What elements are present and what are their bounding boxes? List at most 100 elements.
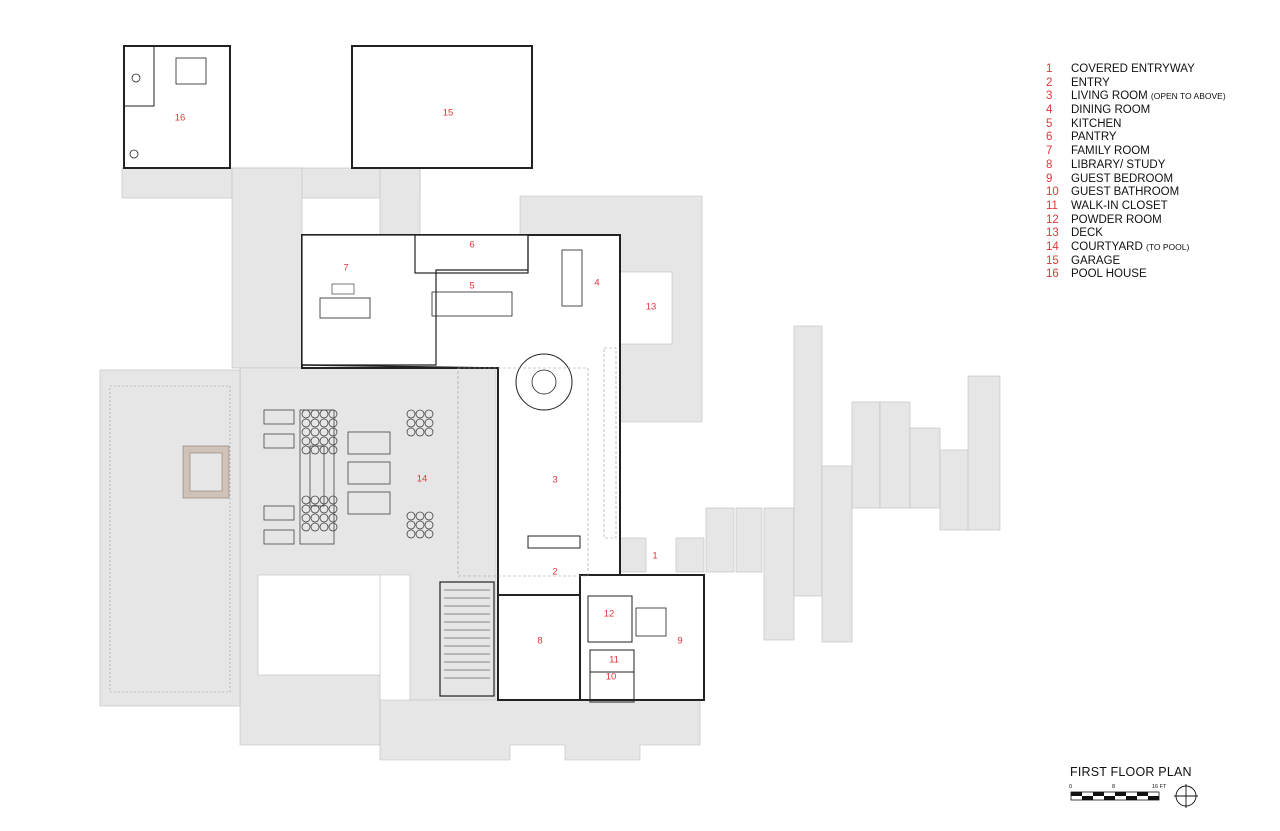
stool — [301, 513, 311, 523]
scale-label-mid: 8 — [1112, 784, 1116, 790]
scale-cell — [1126, 796, 1137, 800]
path-tile — [909, 427, 941, 509]
legend-number: 14 — [1046, 240, 1059, 253]
pool-edge — [109, 385, 231, 693]
legend-item: 13 DECK — [1046, 227, 1226, 241]
pool-house — [123, 45, 231, 169]
powder-room — [587, 595, 633, 643]
legend-number: 2 — [1046, 76, 1053, 89]
legend-label: DECK — [1071, 227, 1103, 240]
stool — [424, 520, 434, 530]
south-terrace — [379, 699, 701, 761]
stool — [424, 409, 434, 419]
scale-label-start: 0 — [1069, 784, 1073, 790]
stool — [310, 513, 320, 523]
stool — [328, 445, 338, 455]
legend-number: 6 — [1046, 131, 1053, 144]
path-tile — [939, 449, 971, 531]
legend-label: GUEST BEDROOM — [1071, 172, 1174, 185]
scale-cell — [1148, 796, 1159, 800]
stool — [415, 520, 425, 530]
stool — [406, 520, 416, 530]
north-arrow-icon — [1174, 784, 1198, 808]
path-tile — [675, 537, 705, 573]
legend-label: DINING ROOM — [1071, 104, 1151, 117]
scale-cell — [1104, 796, 1115, 800]
pool — [99, 369, 241, 707]
legend-label: FAMILY ROOM — [1071, 145, 1150, 158]
legend-item: 4 DINING ROOM — [1046, 104, 1226, 118]
scale-cell — [1071, 792, 1082, 796]
room-label-9: 9 — [677, 636, 682, 647]
legend-number: 8 — [1046, 158, 1053, 171]
room-label-10: 10 — [606, 672, 617, 683]
legend-label: GARAGE — [1071, 254, 1121, 267]
stool — [415, 409, 425, 419]
stool — [310, 427, 320, 437]
stool — [424, 418, 434, 428]
scale-cell — [1115, 792, 1126, 796]
path-tile — [793, 325, 823, 597]
legend-label: COVERED ENTRYWAY — [1071, 63, 1195, 75]
stool — [415, 529, 425, 539]
legend-number: 9 — [1046, 172, 1053, 185]
guest-bed — [635, 607, 667, 637]
stool — [310, 504, 320, 514]
stool — [319, 513, 329, 523]
path-tile — [821, 465, 853, 643]
stool — [310, 436, 320, 446]
room-label-14: 14 — [417, 474, 428, 485]
legend-number: 4 — [1046, 104, 1053, 117]
dining-table — [561, 249, 583, 307]
stool — [319, 522, 329, 532]
room-label-13: 13 — [646, 302, 657, 313]
pool-spa-inner — [189, 452, 223, 492]
legend-label: POOL HOUSE — [1071, 268, 1147, 281]
legend-number: 15 — [1046, 254, 1059, 267]
stool — [301, 418, 311, 428]
stool — [328, 418, 338, 428]
garage — [351, 45, 533, 169]
stool — [310, 409, 320, 419]
legend-item: 9 GUEST BEDROOM — [1046, 173, 1226, 187]
path-tile — [851, 401, 881, 509]
stool — [319, 427, 329, 437]
room-label-6: 6 — [469, 240, 474, 251]
site-fills — [99, 167, 1001, 761]
legend-number: 3 — [1046, 90, 1053, 103]
path-tile — [763, 507, 795, 641]
legend-label: ENTRY — [1071, 76, 1110, 89]
scale-cell — [1093, 792, 1104, 796]
room-label-12: 12 — [604, 609, 615, 620]
stool — [310, 522, 320, 532]
stool — [301, 522, 311, 532]
stool — [406, 409, 416, 419]
legend-number: 1 — [1046, 63, 1053, 75]
stool — [319, 495, 329, 505]
room-label-15: 15 — [443, 108, 454, 119]
guest-wing — [579, 574, 705, 701]
legend-item: 12 POWDER ROOM — [1046, 214, 1226, 228]
room-label-11: 11 — [609, 655, 619, 666]
legend-item: 15 GARAGE — [1046, 255, 1226, 269]
stool — [328, 436, 338, 446]
legend-number: 12 — [1046, 213, 1059, 226]
path-tile — [735, 507, 763, 573]
stool — [406, 418, 416, 428]
stool — [319, 504, 329, 514]
legend-item: 2 ENTRY — [1046, 77, 1226, 91]
scale-cell — [1137, 792, 1148, 796]
library-room — [497, 594, 581, 701]
fireplace — [527, 535, 581, 549]
legend-number: 10 — [1046, 186, 1059, 199]
stool — [301, 495, 311, 505]
legend-number: 13 — [1046, 227, 1059, 240]
legend-number: 11 — [1046, 199, 1058, 212]
stool — [319, 445, 329, 455]
legend-label: POWDER ROOM — [1071, 213, 1162, 226]
path-tile — [879, 401, 911, 509]
